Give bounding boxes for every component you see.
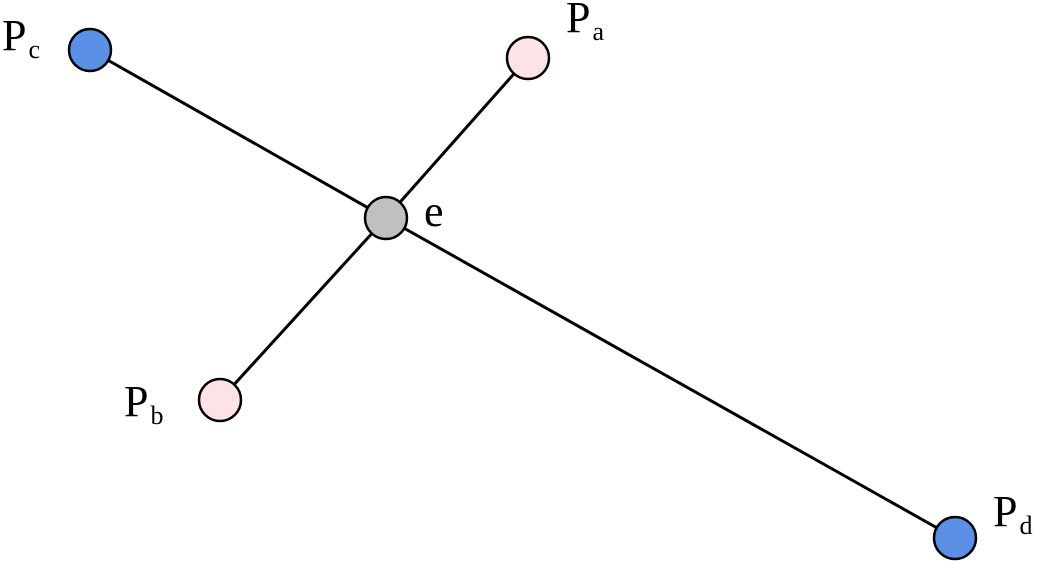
label-pd-sub: d [1019, 511, 1032, 540]
label-e: e [424, 187, 444, 236]
label-pd-main: P [993, 487, 1017, 536]
label-pa-sub: a [592, 17, 604, 46]
label-pa: Pa [566, 0, 604, 46]
label-pc: Pc [2, 11, 40, 64]
node-pa [505, 35, 551, 81]
edge-pc-to-e [89, 48, 387, 220]
label-e-main: e [424, 187, 444, 236]
label-pd: Pd [993, 487, 1032, 540]
label-pb-main: P [124, 377, 148, 426]
node-e [363, 195, 409, 241]
node-pc [67, 27, 113, 73]
edge-e-to-pd [385, 216, 956, 540]
node-pb [197, 377, 243, 423]
label-pa-main: P [566, 0, 590, 42]
node-pd [932, 515, 978, 561]
label-pc-sub: c [28, 35, 40, 64]
label-pb-sub: b [150, 401, 163, 430]
edge-e-to-pb [218, 216, 388, 402]
label-pc-main: P [2, 11, 26, 60]
label-pb: Pb [124, 377, 163, 430]
edge-pa-to-e [384, 57, 530, 219]
